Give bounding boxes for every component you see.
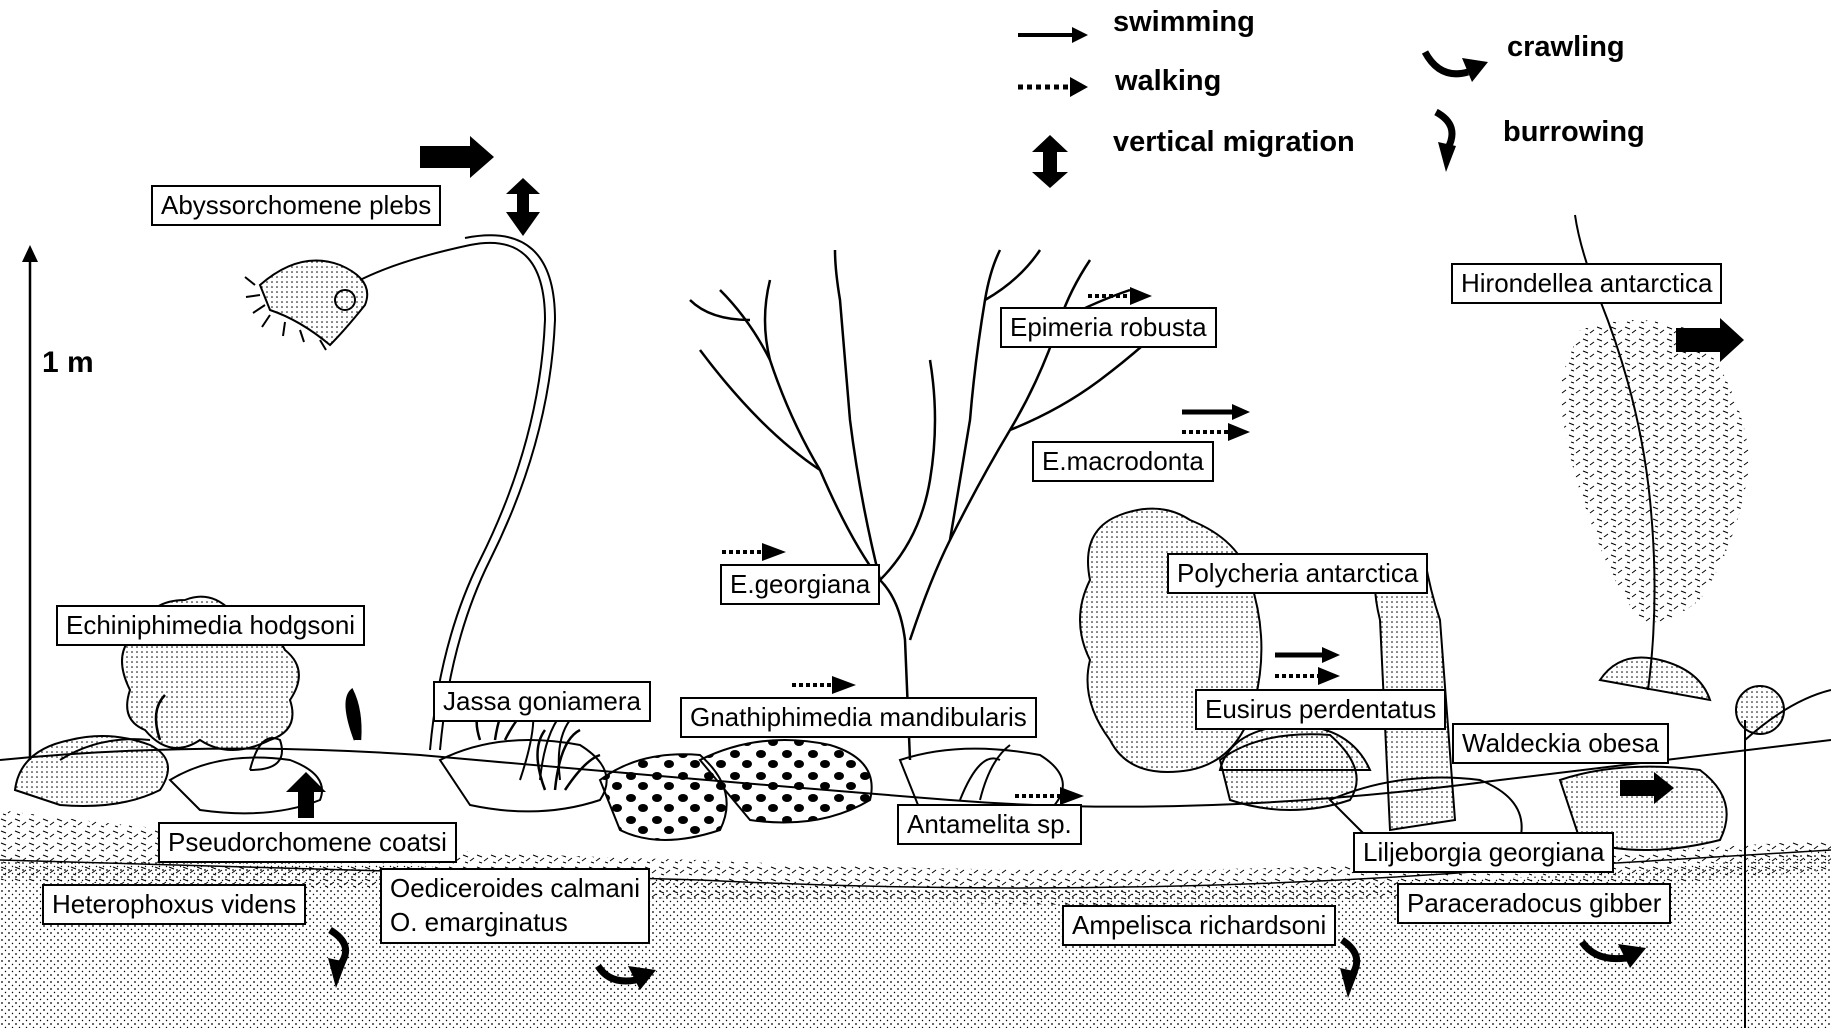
scale-bar <box>22 245 38 760</box>
label-liljeborgia-georgiana: Liljeborgia georgiana <box>1353 832 1614 873</box>
label-hirondellea-antarctica: Hirondellea antarctica <box>1451 263 1722 304</box>
label-oediceroides-group: Oediceroides calmani O. emarginatus <box>380 868 650 944</box>
sediment <box>0 720 1831 1028</box>
scale-label: 1 m <box>42 348 94 378</box>
legend-vertical-migration-arrow <box>1032 135 1068 188</box>
legend-swimming-arrow <box>1018 27 1088 43</box>
label-eusirus-perdentatus: Eusirus perdentatus <box>1195 689 1446 730</box>
label-o-emarginatus: O. emarginatus <box>390 906 640 940</box>
label-ampelisca-richardsoni: Ampelisca richardsoni <box>1062 905 1336 946</box>
bushy-sponge <box>1080 509 1261 772</box>
round-organism <box>1736 686 1784 734</box>
label-e-georgiana: E.georgiana <box>720 564 880 605</box>
label-heterophoxus-videns: Heterophoxus videns <box>42 884 306 925</box>
label-gnathiphimedia-mandibularis: Gnathiphimedia mandibularis <box>680 697 1037 738</box>
label-echiniphimedia-hodgsoni: Echiniphimedia hodgsoni <box>56 605 365 646</box>
label-abyssorchomene-plebs: Abyssorchomene plebs <box>151 185 441 226</box>
label-jassa-goniamera: Jassa goniamera <box>433 681 651 722</box>
legend-crawling-label: crawling <box>1507 33 1625 62</box>
label-pseudorchomene-coatsi: Pseudorchomene coatsi <box>158 822 457 863</box>
legend-crawling-arrow <box>1425 52 1488 82</box>
legend-burrowing-label: burrowing <box>1503 118 1645 147</box>
label-e-macrodonta: E.macrodonta <box>1032 441 1214 482</box>
legend-swimming-label: swimming <box>1113 8 1255 37</box>
legend-walking-label: walking <box>1115 67 1221 96</box>
label-paraceradocus-gibber: Paraceradocus gibber <box>1397 883 1671 924</box>
label-oediceroides-calmani: Oediceroides calmani <box>390 872 640 906</box>
label-polycheria-antarctica: Polycheria antarctica <box>1167 553 1428 594</box>
label-epimeria-robusta: Epimeria robusta <box>1000 307 1217 348</box>
label-antamelita-sp: Antamelita sp. <box>897 804 1082 845</box>
legend-walking-arrow <box>1018 77 1088 97</box>
legend-burrowing-arrow <box>1436 112 1456 172</box>
label-waldeckia-obesa: Waldeckia obesa <box>1452 723 1669 764</box>
legend-vertical-migration-label: vertical migration <box>1113 128 1355 157</box>
